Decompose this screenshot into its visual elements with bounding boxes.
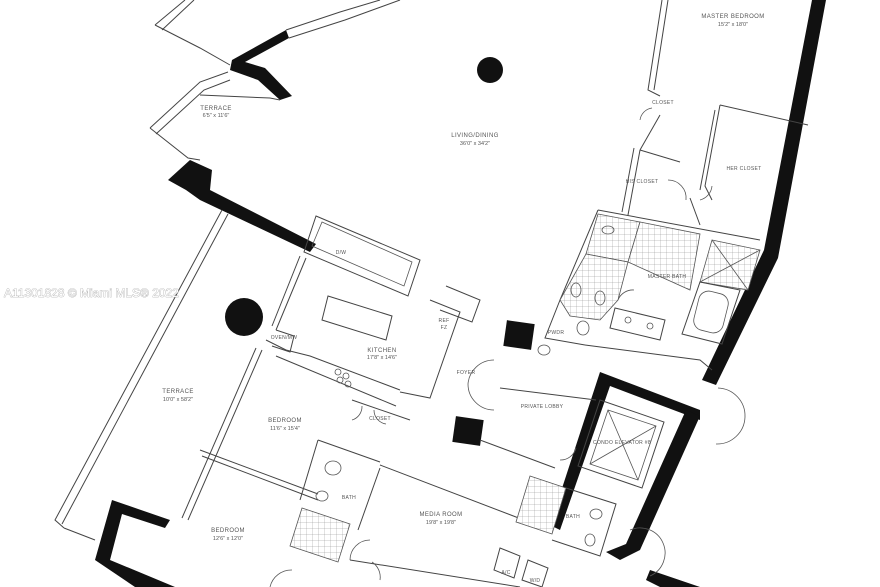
label-terrace-left: TERRACE	[162, 389, 193, 395]
label-living-dining: LIVING/DINING	[451, 133, 499, 139]
label-wd: W/D	[530, 578, 541, 584]
label-private-lobby: PRIVATE LOBBY	[521, 404, 564, 410]
dims-master-bedroom: 15'2" x 18'0"	[718, 22, 748, 28]
fixture-labels: D/W REF FZ OVEN/MW A/C W/D	[271, 250, 541, 584]
bath-floor-tile	[515, 475, 567, 535]
elevator-shaft	[577, 399, 665, 489]
label-ref: REF	[439, 318, 450, 324]
label-fz: FZ	[441, 325, 448, 331]
round-column	[225, 298, 263, 336]
label-condo-elevator: CONDO ELEVATOR #8	[593, 440, 651, 446]
room-labels: MASTER BEDROOM 15'2" x 18'0" CLOSET TERR…	[162, 14, 764, 542]
north-wall-segment	[230, 30, 292, 100]
south-wall-left	[95, 500, 175, 587]
dims-living-dining: 36'0" x 34'2"	[460, 141, 490, 147]
dims-terrace-top: 6'5" x 11'6"	[203, 113, 230, 119]
label-powder: PWDR	[548, 330, 565, 336]
label-media-room: MEDIA ROOM	[419, 512, 462, 518]
dims-media-room: 19'8" x 19'8"	[426, 520, 456, 526]
label-closet-mid: CLOSET	[369, 416, 391, 422]
mls-watermark: A11301828 © Miami MLS® 2022	[4, 286, 179, 300]
label-oven: OVEN/MW	[271, 335, 298, 341]
label-dishwasher: D/W	[336, 250, 347, 256]
label-kitchen: KITCHEN	[367, 348, 396, 354]
label-foyer: FOYER	[457, 370, 476, 376]
label-her-closet: HER CLOSET	[727, 166, 762, 172]
label-bedroom-2: BEDROOM	[211, 528, 245, 534]
elevator-core-top	[550, 372, 700, 530]
dims-kitchen: 17'8" x 14'6"	[367, 355, 397, 361]
label-his-closet: HIS CLOSET	[626, 179, 659, 185]
structural-column	[452, 416, 484, 446]
label-bath-left: BATH	[342, 495, 356, 501]
label-ac: A/C	[501, 570, 510, 576]
master-bath-tile-2	[627, 221, 701, 291]
his-closet-text: HIS CLOSET	[626, 179, 659, 185]
east-wall	[702, 0, 826, 385]
shower-floor	[289, 507, 351, 563]
label-master-bath: MASTER BATH	[648, 274, 687, 280]
master-bath-tile-3	[559, 253, 629, 321]
label-closet-top: CLOSET	[652, 100, 674, 106]
elevator-core-right	[606, 410, 700, 560]
label-master-bedroom: MASTER BEDROOM	[701, 14, 764, 20]
label-terrace-top: TERRACE	[200, 106, 231, 112]
round-column	[477, 57, 503, 83]
interior-walls	[54, 0, 809, 587]
dims-terrace-left: 10'0" x 58'2"	[163, 397, 193, 403]
west-wall-segment	[168, 160, 316, 252]
bathtub	[681, 281, 741, 345]
dims-bedroom-1: 11'6" x 15'4"	[270, 426, 300, 432]
structural-column	[503, 320, 535, 350]
her-closet-text: HER CLOSET	[727, 166, 762, 172]
exterior-walls	[95, 0, 826, 587]
south-wall-right	[646, 570, 700, 587]
label-bedroom-1: BEDROOM	[268, 418, 302, 424]
label-bath-right: BATH	[566, 514, 580, 520]
dims-bedroom-2: 12'6" x 12'0"	[213, 536, 243, 542]
